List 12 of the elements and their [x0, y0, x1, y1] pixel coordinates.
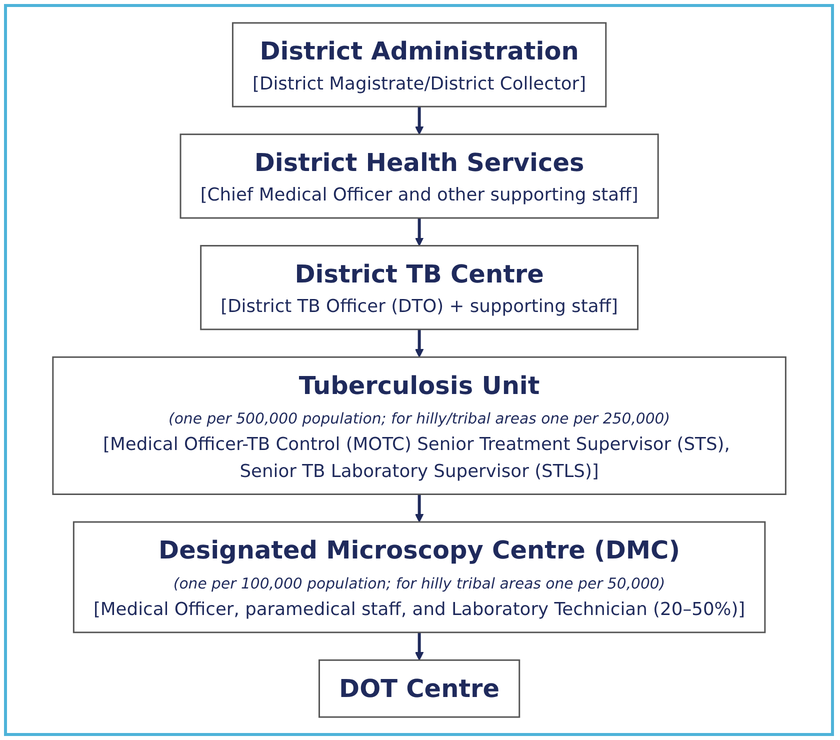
node-box	[52, 356, 786, 495]
node-box	[318, 659, 520, 718]
arrow	[414, 494, 424, 522]
node-box	[72, 521, 766, 634]
node-box	[200, 244, 638, 330]
arrow	[414, 632, 424, 661]
node-box	[179, 134, 659, 219]
arrow	[414, 106, 424, 135]
arrow	[414, 218, 424, 246]
flowchart: District Administration [District Magistrate/District Collector] District Health Services [Chief Medical Officer and other supporting staff] District TB Centre [District TB Officer (DTO) + supporting staff] Tuberculosis Unit (one per 500,000 population; for hilly/tribal areas one per 250,000) [Medical Officer-TB Control (MOTC) Senior Treatment Supervisor (STS), Senior TB Laboratory Supervisor (STLS)] Designated Microscopy Centre (DMC) (one per 100,000 population; for hilly tribal areas one per 50,000) [Medical Officer, paramedical staff, and Laboratory Technician (20–50%)] DOT Centre	[44, 15, 794, 725]
node-box	[232, 22, 606, 108]
arrow	[414, 329, 424, 358]
